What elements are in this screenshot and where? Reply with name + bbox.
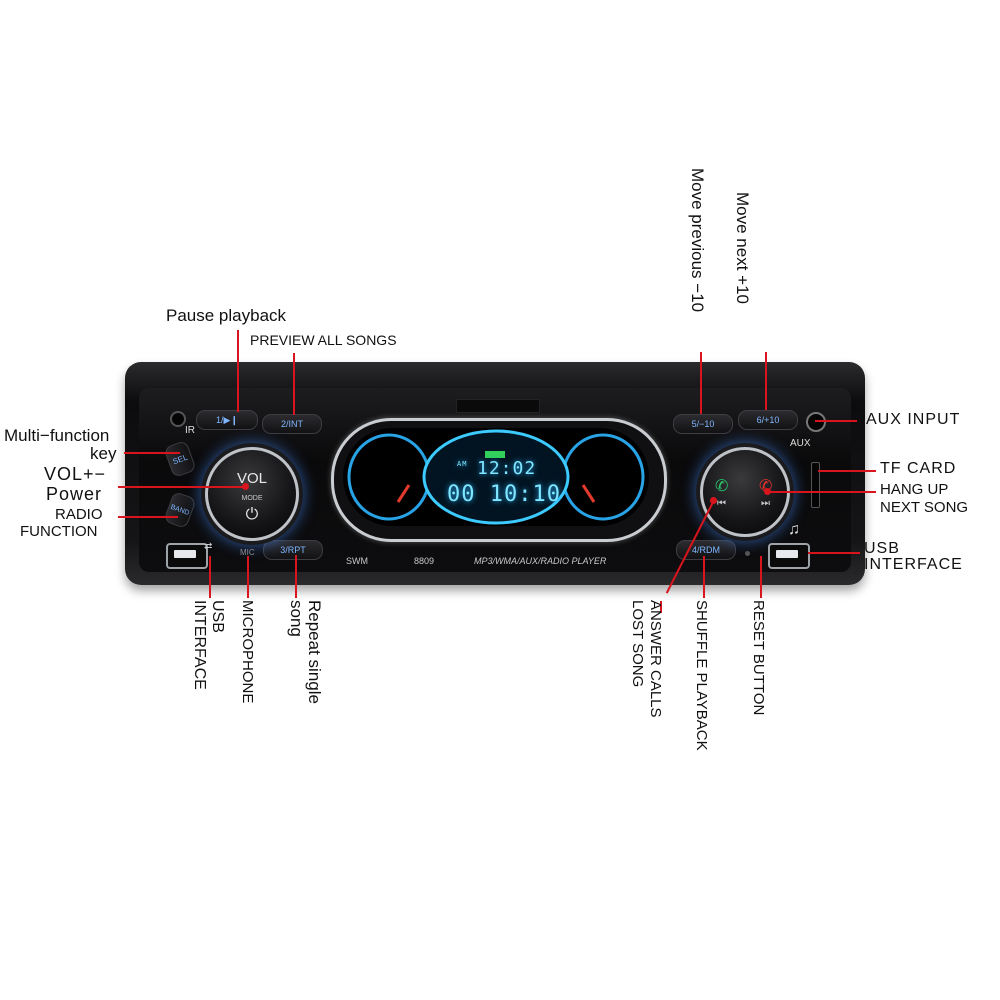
label-move-next: Move next +10 xyxy=(732,192,752,304)
lcd-gauges xyxy=(347,429,645,525)
leader-hangup xyxy=(768,491,876,493)
label-answer-calls: ANSWER CALLS xyxy=(646,600,664,718)
sel-label: SEL xyxy=(171,452,189,466)
usb-symbol-left: ⇄ xyxy=(204,541,213,552)
label-next-song: NEXT SONG xyxy=(880,499,969,516)
leader-shuffle xyxy=(703,556,705,598)
label-song: song xyxy=(286,600,306,637)
dot-answer xyxy=(710,497,717,504)
ir-label: IR xyxy=(185,425,195,436)
label-lost-song: LOST SONG xyxy=(628,600,646,688)
leader-vol xyxy=(118,486,246,488)
leader-radio xyxy=(118,516,178,518)
label-radio: RADIO xyxy=(55,506,103,523)
reset-hole[interactable] xyxy=(745,551,750,556)
vol-label: VOL xyxy=(236,470,267,487)
power-icon: ⏻ xyxy=(245,506,259,523)
minus10-button[interactable]: 5/−10 xyxy=(673,414,733,434)
label-pause-playback: Pause playback xyxy=(166,306,287,325)
usb-port-right[interactable] xyxy=(768,543,810,569)
label-repeat-single: Repeat single xyxy=(304,600,324,704)
leader-answer xyxy=(660,601,662,613)
leader-usb-right xyxy=(808,552,860,554)
label-tf-card: TF CARD xyxy=(880,460,957,477)
label-reset-button: RESET BUTTON xyxy=(749,600,767,716)
label-power: Power xyxy=(46,484,103,504)
next-track-icon: ⏭ xyxy=(761,498,770,509)
leader-preview xyxy=(293,353,295,415)
label-usb-right: USB xyxy=(864,540,900,557)
label-multi-function: Multi−function xyxy=(4,426,110,445)
label-function: FUNCTION xyxy=(20,523,98,540)
label-interface-left: INTERFACE xyxy=(190,600,208,690)
leader-usb-left xyxy=(209,556,211,598)
formats-label: MP3/WMA/AUX/RADIO PLAYER xyxy=(474,556,607,566)
dot-hangup xyxy=(764,488,771,495)
lcd-screen: AM 12:02 00 10:10 xyxy=(343,428,649,526)
usb-port-left[interactable] xyxy=(166,543,208,569)
leader-prev10 xyxy=(700,352,702,414)
label-preview-all-songs: PREVIEW ALL SONGS xyxy=(250,332,397,348)
label-vol: VOL+− xyxy=(44,464,107,484)
label-hang-up: HANG UP xyxy=(880,481,949,498)
lcd-clock: 12:02 xyxy=(477,458,537,479)
band-label: BAND xyxy=(169,503,191,517)
mic-label: MIC xyxy=(240,548,255,557)
plus10-button[interactable]: 6/+10 xyxy=(738,410,798,430)
display-slot xyxy=(456,399,540,413)
brand-label: SWM xyxy=(346,556,368,566)
label-microphone: MICROPHONE xyxy=(238,600,256,704)
volume-knob[interactable]: VOL MODE ⏻ xyxy=(205,447,299,541)
leader-multifunction xyxy=(124,452,180,454)
label-aux-input: AUX INPUT xyxy=(866,411,961,428)
int-button[interactable]: 2/INT xyxy=(262,414,322,434)
lcd-am-label: AM xyxy=(457,460,468,468)
label-key: key xyxy=(90,444,117,463)
leader-aux xyxy=(815,420,857,422)
aux-label: AUX xyxy=(790,438,811,449)
ir-sensor xyxy=(170,411,186,427)
phone-answer-icon: ✆ xyxy=(715,478,729,495)
rpt-button[interactable]: 3/RPT xyxy=(263,540,323,560)
prev-track-icon: ⏮ xyxy=(717,498,726,509)
pause-button[interactable]: 1/▶❙ xyxy=(196,410,258,430)
mode-label: MODE xyxy=(241,495,263,502)
model-label: 8809 xyxy=(414,556,435,566)
leader-reset xyxy=(760,556,762,598)
leader-next10 xyxy=(765,352,767,410)
tf-card-slot[interactable] xyxy=(811,462,820,508)
label-shuffle-playback: SHUFFLE PLAYBACK xyxy=(692,600,710,751)
leader-repeat xyxy=(295,555,297,598)
leader-pause xyxy=(237,330,239,412)
leader-tf xyxy=(818,470,876,472)
aux-jack[interactable] xyxy=(806,412,826,432)
label-move-previous: Move previous −10 xyxy=(687,168,707,313)
lcd-frequency: 00 10:10 xyxy=(447,482,561,507)
label-usb-left: USB xyxy=(208,600,226,633)
music-note-icon: ♫ xyxy=(788,521,800,538)
leader-mic xyxy=(247,556,249,598)
label-interface-right: INTERFACE xyxy=(864,556,963,573)
dot-vol xyxy=(242,483,249,490)
